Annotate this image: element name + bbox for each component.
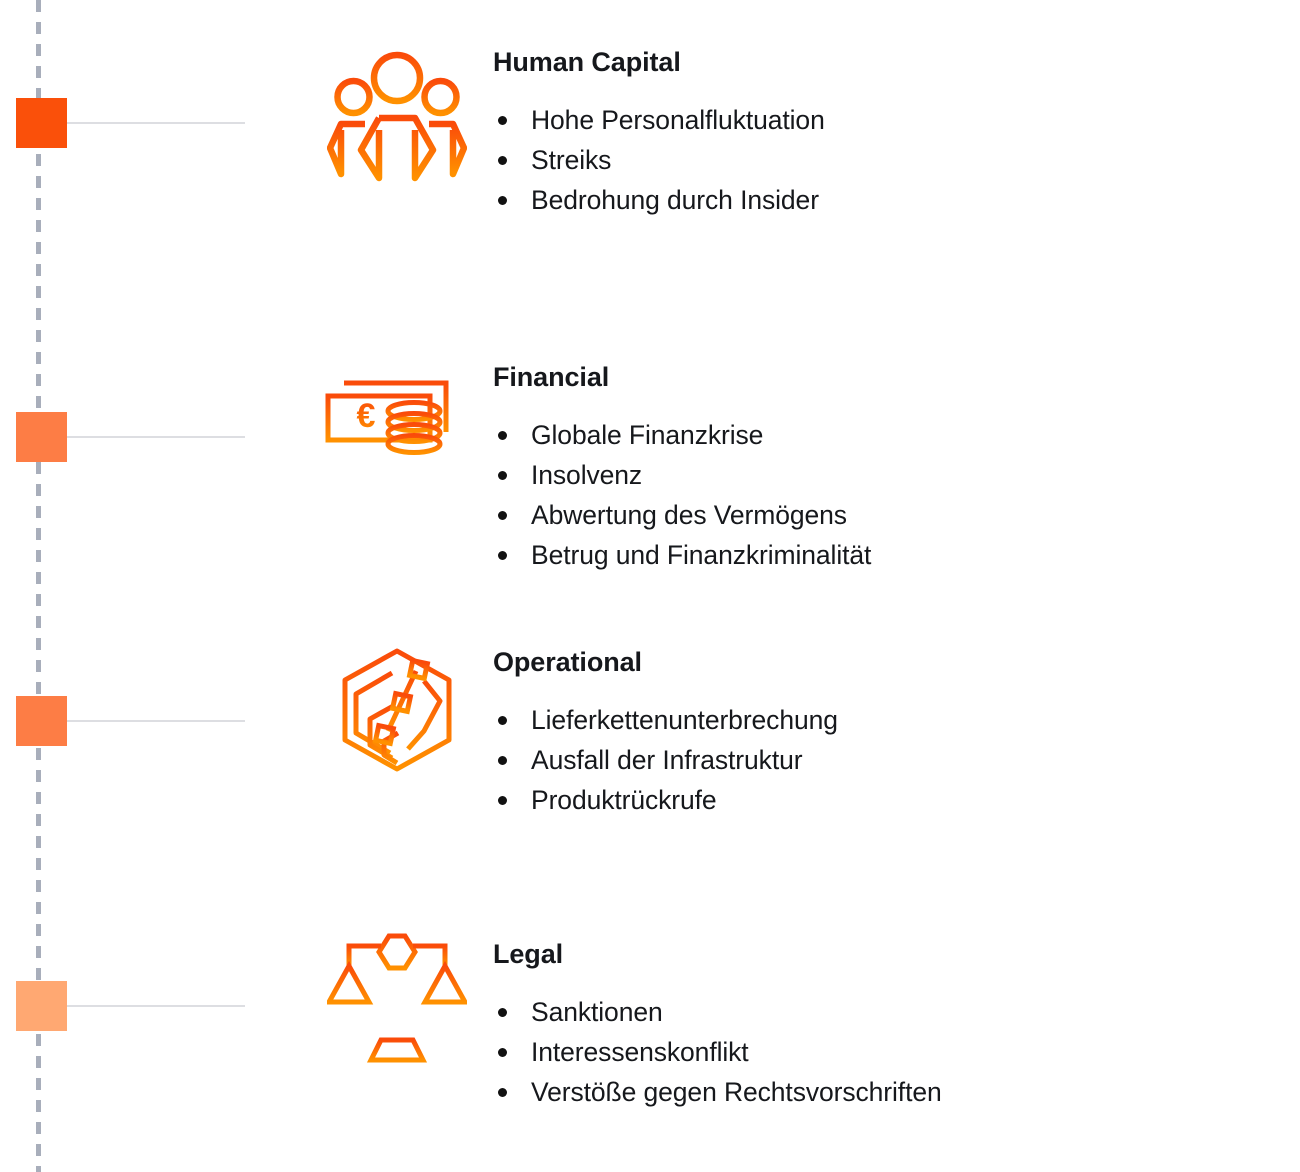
bullet-dot-icon <box>498 1047 507 1057</box>
list-item: Betrug und Finanzkriminalität <box>493 535 1283 575</box>
section-content-financial: Financial Globale Finanzkrise Insolvenz … <box>493 362 1283 575</box>
bullet-list-legal: Sanktionen Interessenskonflikt Verstöße … <box>493 992 1283 1112</box>
bullet-dot-icon <box>498 715 507 725</box>
bullet-dot-icon <box>498 155 507 165</box>
list-item-label: Bedrohung durch Insider <box>531 184 819 215</box>
list-item-label: Abwertung des Vermögens <box>531 499 847 530</box>
list-item: Bedrohung durch Insider <box>493 180 1283 220</box>
list-item-label: Streiks <box>531 144 612 175</box>
bullet-dot-icon <box>498 1007 507 1017</box>
section-title: Operational <box>493 647 642 677</box>
bullet-dot-icon <box>498 795 507 805</box>
list-item: Sanktionen <box>493 992 1283 1032</box>
list-item-label: Verstöße gegen Rechtsvorschriften <box>531 1076 942 1107</box>
section-content-operational: Operational Lieferkettenunterbrechung Au… <box>493 647 1283 820</box>
list-item-label: Insolvenz <box>531 459 643 490</box>
euro-banknote-coins-icon: € <box>322 362 472 457</box>
list-item-label: Lieferkettenunterbrechung <box>531 704 838 735</box>
bullet-list-operational: Lieferkettenunterbrechung Ausfall der In… <box>493 700 1283 820</box>
bullet-dot-icon <box>498 430 507 440</box>
section-content-legal: Legal Sanktionen Interessenskonflikt Ver… <box>493 939 1283 1112</box>
section-title: Financial <box>493 362 610 392</box>
list-item: Abwertung des Vermögens <box>493 495 1283 535</box>
bullet-list-human-capital: Hohe Personalfluktuation Streiks Bedrohu… <box>493 100 1283 220</box>
list-item-label: Betrug und Finanzkriminalität <box>531 539 872 570</box>
bullet-dot-icon <box>498 755 507 765</box>
section-title: Legal <box>493 939 564 969</box>
timeline-marker-human-capital[interactable] <box>16 98 67 148</box>
connector-line-financial <box>67 436 245 438</box>
timeline-marker-operational[interactable] <box>16 696 67 746</box>
list-item: Interessenskonflikt <box>493 1032 1283 1072</box>
list-item: Lieferkettenunterbrechung <box>493 700 1283 740</box>
connector-line-human-capital <box>67 122 245 124</box>
connector-line-operational <box>67 720 245 722</box>
bullet-dot-icon <box>498 510 507 520</box>
list-item: Verstöße gegen Rechtsvorschriften <box>493 1072 1283 1112</box>
connector-line-legal <box>67 1005 245 1007</box>
list-item-label: Produktrückrufe <box>531 784 717 815</box>
list-item: Streiks <box>493 140 1283 180</box>
list-item: Insolvenz <box>493 455 1283 495</box>
scales-of-justice-icon <box>322 928 472 1068</box>
section-content-human-capital: Human Capital Hohe Personalfluktuation S… <box>493 47 1283 220</box>
list-item: Hohe Personalfluktuation <box>493 100 1283 140</box>
group-of-people-icon <box>322 48 472 184</box>
list-item-label: Sanktionen <box>531 996 663 1027</box>
list-item-label: Globale Finanzkrise <box>531 419 764 450</box>
list-item-label: Ausfall der Infrastruktur <box>531 744 803 775</box>
list-item: Globale Finanzkrise <box>493 415 1283 455</box>
list-item: Produktrückrufe <box>493 780 1283 820</box>
euro-symbol: € <box>357 397 376 435</box>
section-title: Human Capital <box>493 47 681 77</box>
list-item-label: Interessenskonflikt <box>531 1036 749 1067</box>
timeline-dashed-axis <box>36 0 41 1172</box>
list-item: Ausfall der Infrastruktur <box>493 740 1283 780</box>
bullet-dot-icon <box>498 550 507 560</box>
bullet-dot-icon <box>498 195 507 205</box>
bullet-dot-icon <box>498 115 507 125</box>
hexagon-network-icon <box>322 645 472 775</box>
bullet-dot-icon <box>498 1087 507 1097</box>
timeline-marker-legal[interactable] <box>16 981 67 1031</box>
list-item-label: Hohe Personalfluktuation <box>531 104 825 135</box>
bullet-dot-icon <box>498 470 507 480</box>
bullet-list-financial: Globale Finanzkrise Insolvenz Abwertung … <box>493 415 1283 575</box>
timeline-marker-financial[interactable] <box>16 412 67 462</box>
